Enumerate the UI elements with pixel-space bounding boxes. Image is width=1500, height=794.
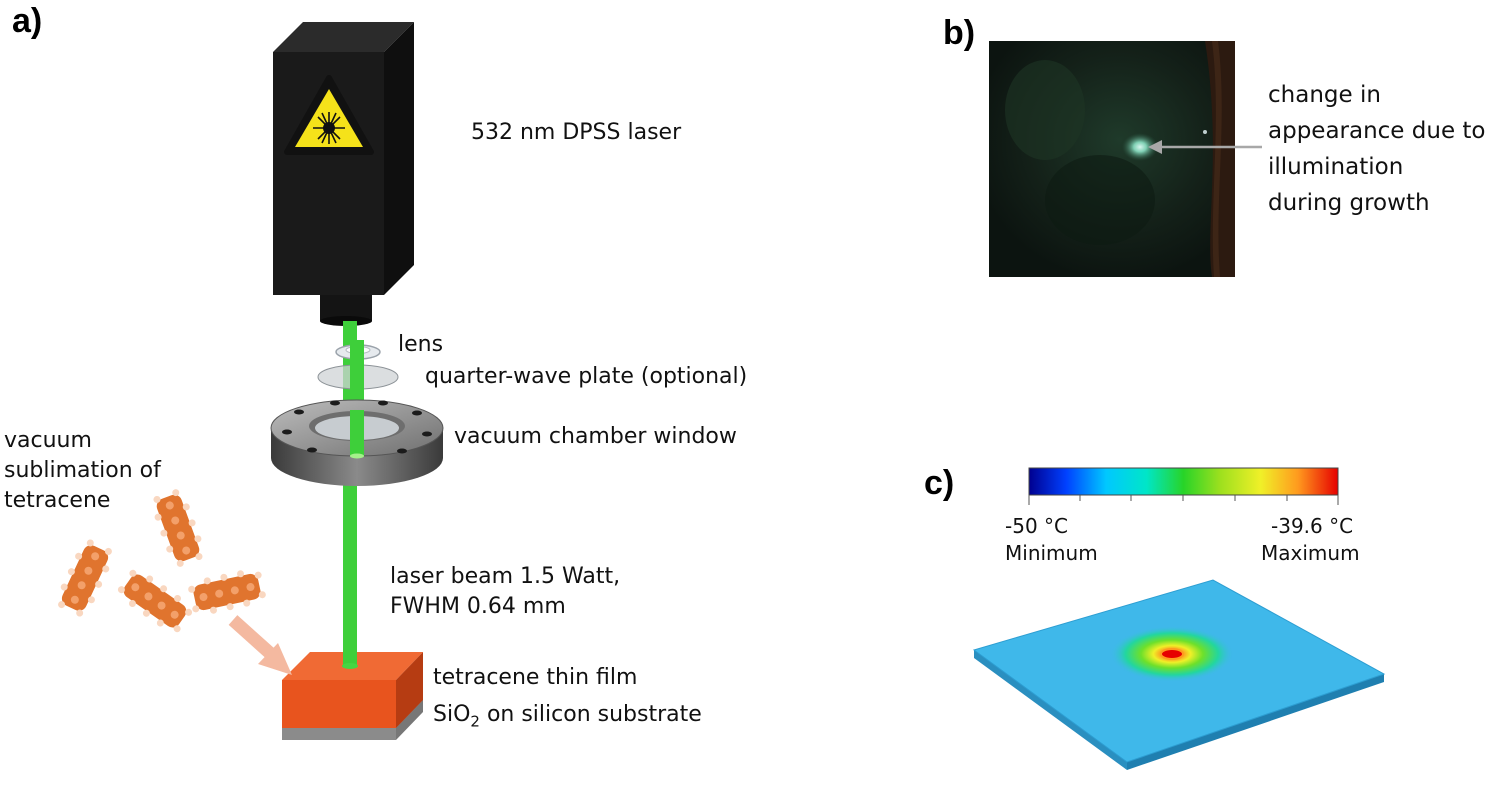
temperature-colorbar bbox=[1028, 467, 1339, 505]
vacuum-window-label: vacuum chamber window bbox=[454, 424, 737, 449]
deposition-arrow-icon bbox=[228, 615, 292, 675]
laser-box-icon bbox=[273, 22, 414, 326]
annotation-arrow-icon bbox=[1148, 140, 1262, 154]
thermal-slab-model bbox=[972, 579, 1386, 770]
substrate-label: SiO2 on silicon substrate bbox=[433, 700, 702, 736]
sublimation-line-2: sublimation of bbox=[4, 458, 161, 483]
colorbar-max-label: Maximum bbox=[1261, 541, 1360, 565]
tetracene-molecule-icon bbox=[58, 539, 112, 617]
laser-label: 532 nm DPSS laser bbox=[471, 120, 682, 145]
lens-label: lens bbox=[398, 332, 444, 357]
annotation-line-4: during growth bbox=[1268, 190, 1430, 216]
colorbar-max-value: -39.6 °C bbox=[1271, 514, 1354, 538]
laser-warning-icon bbox=[284, 75, 374, 155]
illumination-annotation: change in appearance due to illumination… bbox=[1268, 77, 1486, 221]
microscope-photo bbox=[989, 41, 1235, 277]
annotation-line-2: appearance due to bbox=[1268, 118, 1486, 144]
quarter-wave-plate-label: quarter-wave plate (optional) bbox=[425, 364, 748, 389]
panel-label-c: c) bbox=[924, 464, 955, 502]
colorbar-min-value: -50 °C bbox=[1005, 514, 1068, 538]
annotation-line-1: change in bbox=[1268, 82, 1381, 108]
colorbar-min-label: Minimum bbox=[1005, 541, 1098, 565]
substrate-suffix: on silicon substrate bbox=[479, 702, 702, 727]
film-label: tetracene thin film bbox=[433, 665, 638, 690]
tetracene-molecule-icon bbox=[117, 569, 193, 633]
laser-beam-label: laser beam 1.5 Watt, FWHM 0.64 mm bbox=[390, 562, 620, 622]
tetracene-molecule-icon bbox=[188, 570, 266, 614]
sublimation-label: vacuum sublimation of tetracene bbox=[4, 426, 161, 516]
tetracene-molecule-icon bbox=[153, 489, 203, 567]
beam-line-2: FWHM 0.64 mm bbox=[390, 594, 566, 619]
sublimation-line-1: vacuum bbox=[4, 428, 92, 453]
sublimation-line-3: tetracene bbox=[4, 488, 111, 513]
annotation-line-3: illumination bbox=[1268, 154, 1404, 180]
substrate-prefix: SiO bbox=[433, 702, 471, 727]
substrate-subscript: 2 bbox=[470, 712, 480, 731]
panel-label-a: a) bbox=[12, 2, 43, 40]
panel-label-b: b) bbox=[943, 14, 976, 52]
beam-line-1: laser beam 1.5 Watt, bbox=[390, 564, 621, 589]
